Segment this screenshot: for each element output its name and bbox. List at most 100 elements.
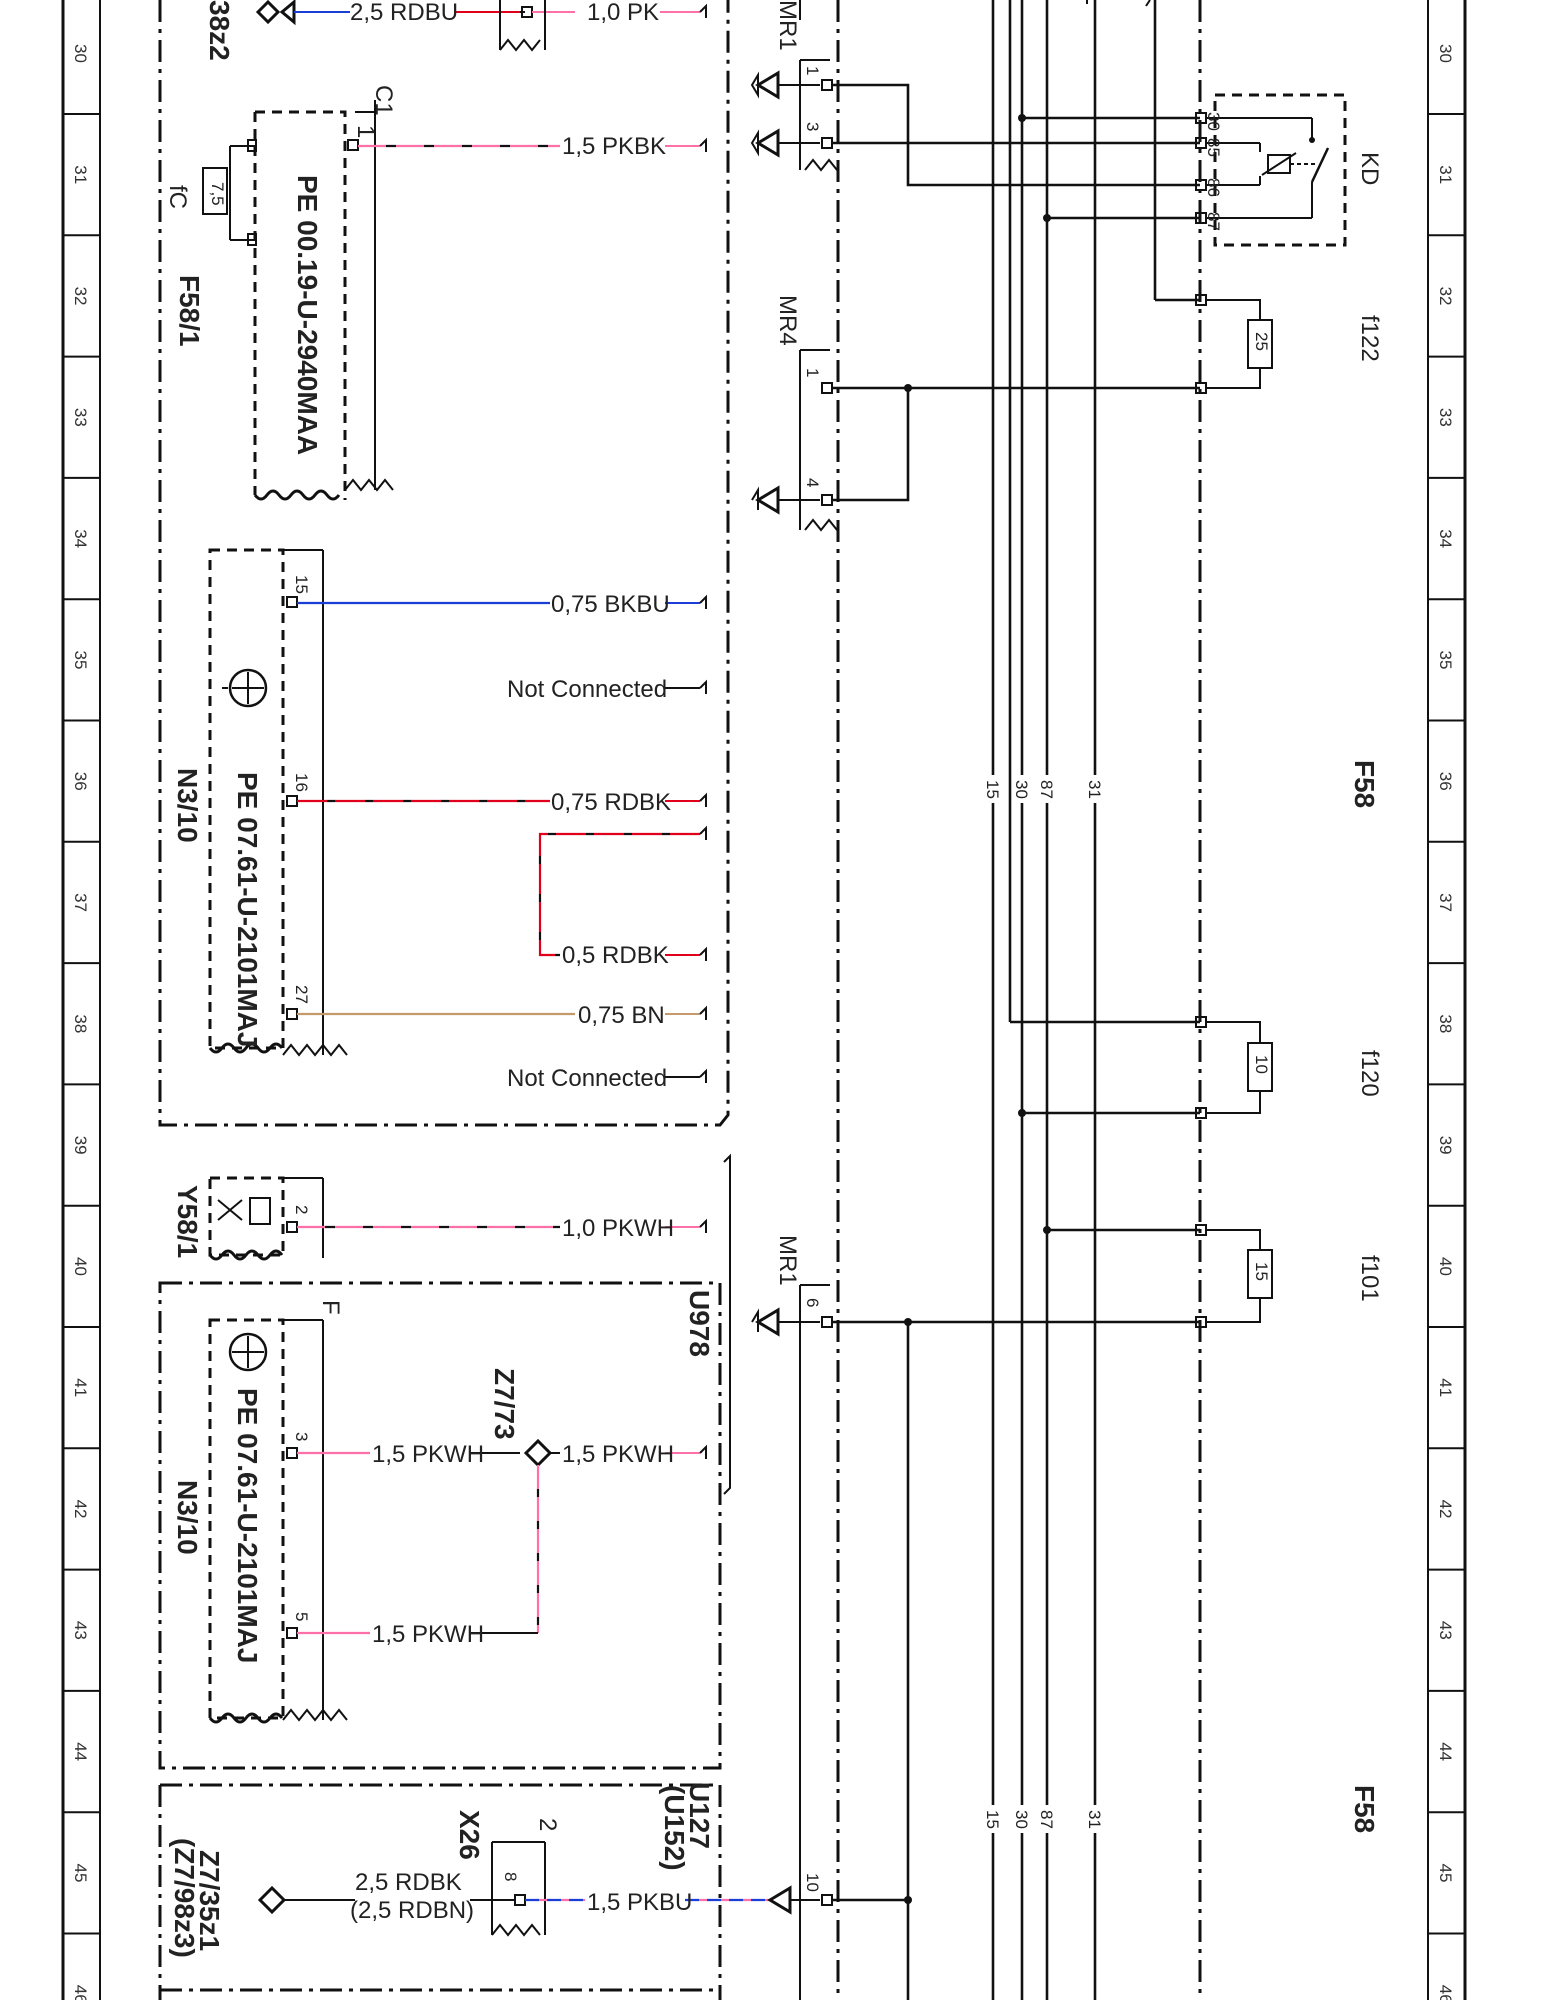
kd-label: KD <box>1356 152 1383 185</box>
grid-row-label-left: 32 <box>71 287 90 306</box>
bus-87-label: 87 <box>1037 1810 1056 1829</box>
nc-1 <box>665 679 707 694</box>
wire-x26-b-label: (2,5 RDBN) <box>350 1897 474 1924</box>
grid-frame <box>61 0 1467 2000</box>
y58-1-label: Y58/1 <box>172 1185 203 1258</box>
grid-row-label-left: 35 <box>71 651 90 670</box>
grid-row-label-right: 30 <box>1436 44 1455 63</box>
grid-row-label-left: 39 <box>71 1136 90 1155</box>
bus-15-label: 15 <box>983 780 1002 799</box>
mr4-pin-4: 4 <box>803 478 822 487</box>
wire-3b-label: 1,5 PKWH <box>562 1441 674 1468</box>
pin-16: 16 <box>292 773 311 792</box>
grid-row-label-right: 31 <box>1436 165 1455 184</box>
bus-30-label: 30 <box>1012 780 1031 799</box>
wire-x26-r-label: 1,5 PKBU <box>587 1889 692 1916</box>
grid-row-label-right: 45 <box>1436 1864 1455 1883</box>
nc-1-label: Not Connected <box>507 676 667 703</box>
splice-z7-73 <box>286 1438 707 1639</box>
mr4-pin-1: 1 <box>803 368 822 377</box>
wire-rdbk-05 <box>538 825 707 961</box>
x26-pin-8: 8 <box>501 1872 520 1881</box>
pin-n3b-5: 5 <box>292 1612 311 1621</box>
wire-c1-label: 1,5 PKBK <box>562 133 666 160</box>
mr1-pin-1: 1 <box>803 66 822 75</box>
connector-mr1-bottom <box>751 1284 1200 2000</box>
fuse-fc-value: 7,5 <box>208 182 227 206</box>
grid-row-label-left: 34 <box>71 529 90 548</box>
wire-top-right-label: 1,0 PK <box>587 0 659 26</box>
connector-mr4 <box>751 349 1200 532</box>
fuse-f101-label: f101 <box>1356 1255 1383 1302</box>
mr1-bottom-label: MR1 <box>774 1235 801 1286</box>
fuse-f101 <box>1195 1224 1273 1328</box>
bus-30-label: 30 <box>1012 1810 1031 1829</box>
wire-c1 <box>347 137 707 152</box>
wire-16 <box>286 792 707 807</box>
grid-row-label-right: 35 <box>1436 651 1455 670</box>
nc-2 <box>665 1068 707 1083</box>
grid-row-label-right: 42 <box>1436 1500 1455 1519</box>
u152-label: (U152) <box>659 1785 690 1871</box>
pin-f-label: F <box>317 1300 344 1315</box>
n3-10-a-label: N3/10 <box>172 768 203 843</box>
grid-row-label-right: 36 <box>1436 772 1455 791</box>
wire-15 <box>286 594 707 609</box>
pin-n3b-3: 3 <box>292 1432 311 1441</box>
mr4-label: MR4 <box>774 295 801 346</box>
wire-top-left-label: 2,5 RDBU <box>350 0 458 26</box>
grid-row-label-right: 33 <box>1436 408 1455 427</box>
component-y58-1 <box>208 1153 731 1495</box>
fuse-f120 <box>1195 1016 1273 1119</box>
pin-15: 15 <box>292 575 311 594</box>
transistor-icon <box>222 668 268 708</box>
grid-row-label-right: 40 <box>1436 1257 1455 1276</box>
fuse-fc-label: fC <box>164 185 191 209</box>
grid-row-label-left: 46 <box>71 1985 90 2000</box>
fuse-f122 <box>1195 294 1273 394</box>
module-f58-1-label: F58/1 <box>174 275 205 347</box>
module-u978 <box>158 1281 722 1770</box>
wire-top <box>255 0 707 52</box>
bus-lines <box>991 0 1200 2000</box>
relay-kd <box>1195 93 1347 247</box>
grid-row-label-left: 40 <box>71 1257 90 1276</box>
u-pin-10: 10 <box>803 1873 822 1892</box>
grid-row-label-left: 41 <box>71 1378 90 1397</box>
kd-pin-87: 87 <box>1204 212 1223 231</box>
grid-row-label-left: 45 <box>71 1864 90 1883</box>
pe-b-label: PE 07.61-U-2101MAJ <box>232 772 263 1047</box>
u978-label: U978 <box>684 1290 715 1357</box>
wire-27-label: 0,75 BN <box>578 1002 665 1029</box>
grid-row-label-left: 43 <box>71 1621 90 1640</box>
wire-3a-label: 1,5 PKWH <box>372 1441 484 1468</box>
nc-2-label: Not Connected <box>507 1065 667 1092</box>
fuse-f122-label: f122 <box>1356 315 1383 362</box>
wire-27 <box>286 1005 707 1020</box>
grid-row-label-right: 44 <box>1436 1742 1455 1761</box>
grid-row-label-right: 37 <box>1436 893 1455 912</box>
fuse-f120-value: 10 <box>1252 1055 1271 1074</box>
pe-c-label: PE 07.61-U-2101MAJ <box>232 1388 263 1663</box>
bus-31-label: 31 <box>1085 1810 1104 1829</box>
grid-row-label-left: 33 <box>71 408 90 427</box>
connector-mr1-top <box>750 0 1200 187</box>
fuse-f122-value: 25 <box>1252 332 1271 351</box>
grid-row-label-right: 46 <box>1436 1985 1455 2000</box>
grid-row-label-right: 38 <box>1436 1014 1455 1033</box>
z7-98z3-label: (Z7/98z3) <box>169 1838 200 1958</box>
transistor-icon <box>228 1332 268 1372</box>
mr1-top-label: MR1 <box>774 0 801 51</box>
n3-10-b-label: N3/10 <box>172 1480 203 1555</box>
mr1-pin-3: 3 <box>803 122 822 131</box>
f58-label: F58 <box>1349 760 1380 808</box>
bus-87-label: 87 <box>1037 780 1056 799</box>
c1-label: C1 <box>370 85 397 116</box>
pe-a-label: PE 00.19-U-2940MAA <box>292 175 323 455</box>
fuse-f101-value: 15 <box>1252 1262 1271 1281</box>
wire-x26-a-label: 2,5 RDBK <box>355 1869 462 1896</box>
kd-pin-86: 86 <box>1204 178 1223 197</box>
grid-row-label-left: 38 <box>71 1014 90 1033</box>
